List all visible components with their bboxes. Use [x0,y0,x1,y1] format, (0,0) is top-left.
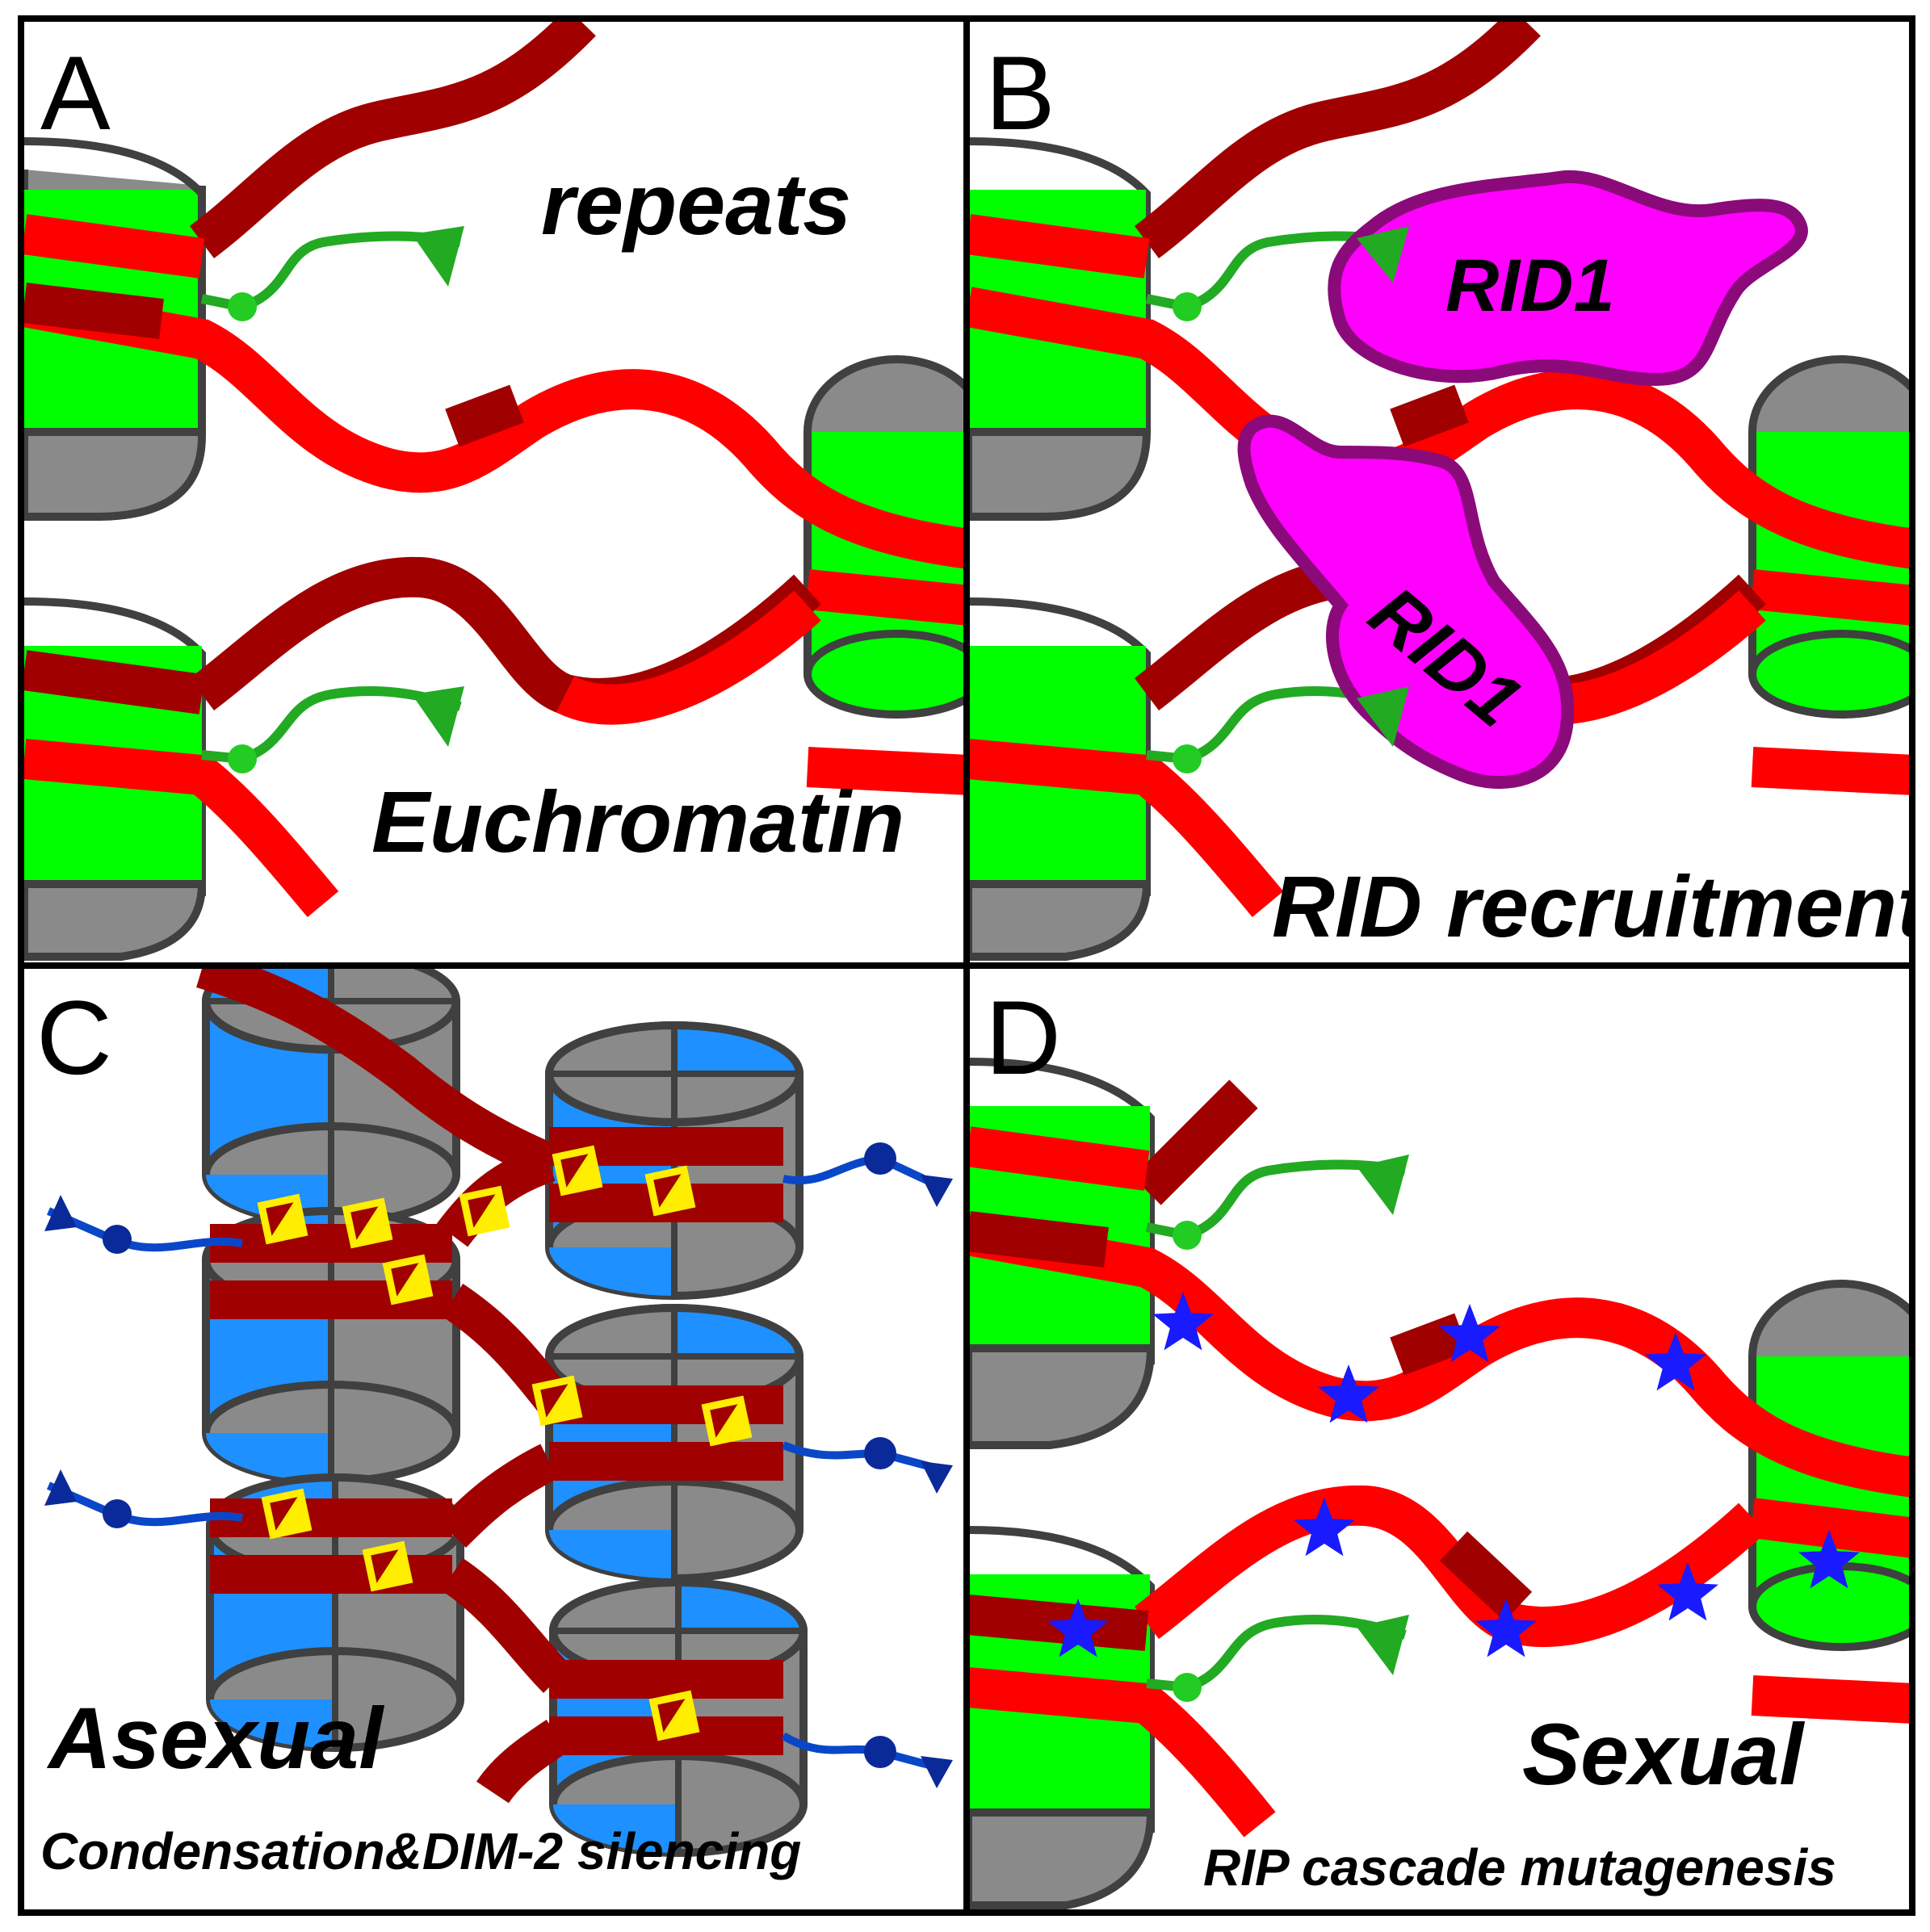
panel-letter-a: A [40,34,111,152]
rid1-protein-bottom [1237,414,1575,790]
mutation-star [1645,1332,1706,1391]
label-asexual: Asexual [46,1689,384,1787]
methylation-mark [257,1193,308,1245]
panel-letter-c: C [36,979,112,1096]
rid1-label-top: RID1 [1445,245,1615,327]
mutation-star [1318,1364,1379,1423]
methylation-marks [257,1145,753,1741]
methylation-mark [552,1145,603,1196]
label-rid-recruitment: RID recruitment [1272,857,1929,955]
rid1-protein-top [1328,170,1808,387]
methylation-mark [362,1540,413,1592]
methylation-mark [644,1165,696,1217]
panel-frames [18,15,1915,1916]
panel-d: D Sexual RIP cascade mutagenesis [968,979,1909,1909]
methylation-mark [459,1185,510,1237]
panel-a: A repeats Euchromatin [24,22,965,961]
panel-letter-d: D [985,979,1061,1096]
label-rip-cascade: RIP cascade mutagenesis [1203,1838,1836,1896]
methylation-mark [342,1197,393,1249]
label-condensation-silencing: Condensation&DIM-2 silencing [40,1822,801,1880]
histone-tail-marks [44,1142,953,1788]
panel-c: C Asexual Condensation&DIM-2 silencing [36,969,953,1880]
rip-mutations [1047,1292,1860,1657]
methylation-mark [382,1254,434,1305]
mutation-star [1047,1599,1109,1657]
mutation-star [1798,1530,1860,1589]
dna-strand [968,1079,1909,1838]
mutation-star [1152,1292,1214,1351]
methylation-mark [648,1690,700,1741]
label-euchromatin: Euchromatin [371,773,904,870]
nucleosome-condensed [545,1021,803,1300]
panel-letter-b: B [985,34,1055,152]
mutation-star [1475,1599,1537,1657]
methylation-mark [531,1375,583,1427]
mutation-star [1294,1498,1355,1557]
label-repeats: repeats [541,155,851,253]
methylation-mark [701,1395,753,1447]
label-sexual: Sexual [1522,1705,1805,1803]
panel-b: RID1 RID1 B RID recruitment [968,22,1929,961]
methylation-mark [261,1488,313,1540]
dna-strand [196,969,783,1804]
mutation-star [1439,1304,1500,1363]
dna-strand [24,22,965,918]
mutation-star [1657,1562,1718,1621]
